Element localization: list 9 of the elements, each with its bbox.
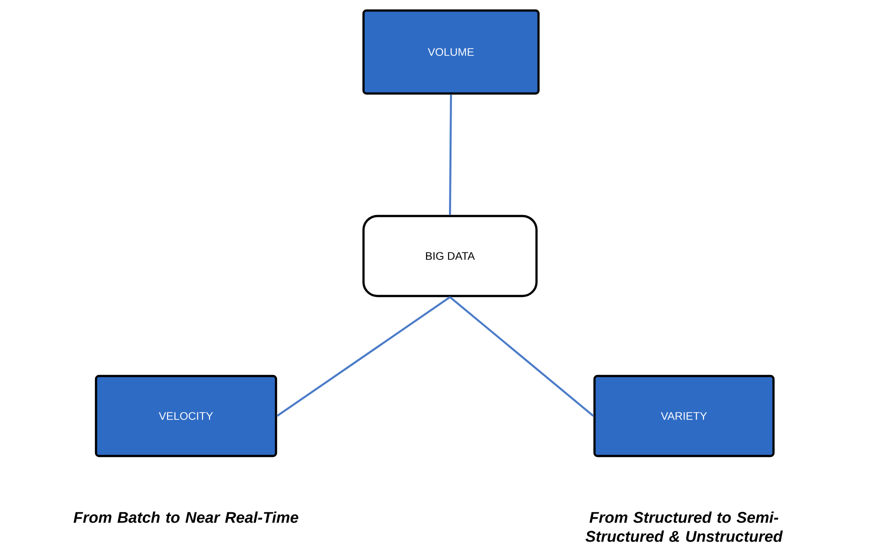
connector-line [449, 296, 594, 417]
connector-line [449, 94, 452, 215]
concept-box: VOLUME [362, 9, 540, 95]
connector-line [276, 296, 451, 417]
concept-box: VELOCITY [94, 374, 278, 458]
concept-box: VARIETY [593, 374, 775, 458]
central-box: BIG DATA [362, 214, 538, 298]
node-label: From Batch to Near Real-Time [74, 512, 298, 523]
node-label: From Structured to Semi-Structured & Unstructured [586, 512, 783, 542]
